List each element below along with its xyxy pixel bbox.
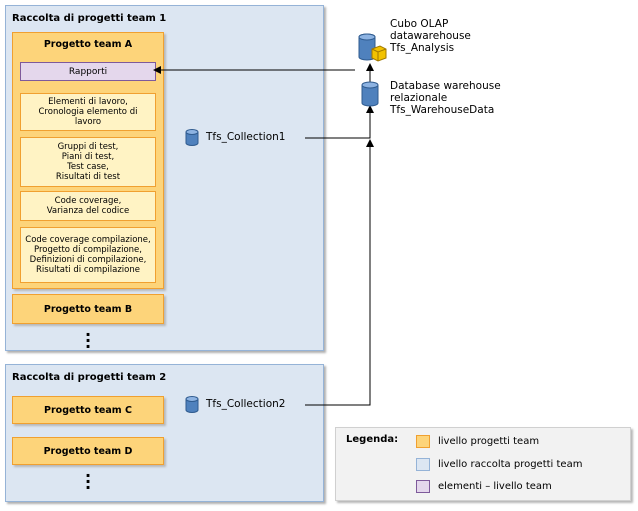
database-icon [185,396,199,413]
warehouse-db-label: Database warehouse relazionale Tfs_Wareh… [390,80,501,116]
database-icon [361,81,379,107]
collection-1-title: Raccolta di progetti team 1 [12,13,167,24]
collection-2-title: Raccolta di progetti team 2 [12,372,167,383]
project-b: Progetto team B [12,294,164,324]
legend-label-team-project: livello progetti team [438,436,540,447]
project-b-title: Progetto team B [43,303,133,315]
legend-title: Legenda: [346,434,399,445]
code-coverage-item: Code coverage, Varianza del codice [20,191,156,221]
collection2-to-warehouse-arrow [305,139,374,406]
collection1-to-warehouse-arrow [305,105,374,139]
project-c: Progetto team C [12,396,164,424]
more-projects-ellipsis-2: ··· [85,466,92,497]
collection-1-db-label: Tfs_Collection1 [206,131,286,143]
more-projects-ellipsis: ··· [85,325,92,356]
legend-label-team-items: elementi – livello team [438,481,552,492]
olap-cube-icon [358,33,387,62]
legend-entry-collection: livello raccolta progetti team [416,458,582,471]
project-a-title: Progetto team A [43,39,133,50]
collection-2: Raccolta di progetti team 2 Progetto tea… [5,364,324,502]
collection-2-db-label: Tfs_Collection2 [206,398,286,410]
project-d-title: Progetto team D [43,445,133,457]
legend-entry-team-project: livello progetti team [416,435,539,448]
database-icon [185,129,199,146]
legend-swatch-team-project [416,435,430,448]
legend: Legenda: livello progetti team livello r… [335,427,631,501]
project-c-title: Progetto team C [44,404,132,416]
legend-swatch-collection [416,458,430,471]
project-d: Progetto team D [12,437,164,465]
olap-cube-label: Cubo OLAP datawarehouse Tfs_Analysis [390,18,471,54]
legend-entry-team-items: elementi – livello team [416,480,552,493]
project-a: Progetto team A Rapporti Elementi di lav… [12,32,164,289]
legend-label-collection: livello raccolta progetti team [438,459,583,470]
collection-1: Raccolta di progetti team 1 Progetto tea… [5,5,324,356]
build-items-item: Code coverage compilazione, Progetto di … [20,227,156,283]
legend-swatch-team-items [416,480,430,493]
work-items-item: Elementi di lavoro, Cronologia elemento … [20,93,156,131]
reports-item: Rapporti [20,62,156,81]
test-items-item: Gruppi di test, Piani di test, Test case… [20,137,156,187]
